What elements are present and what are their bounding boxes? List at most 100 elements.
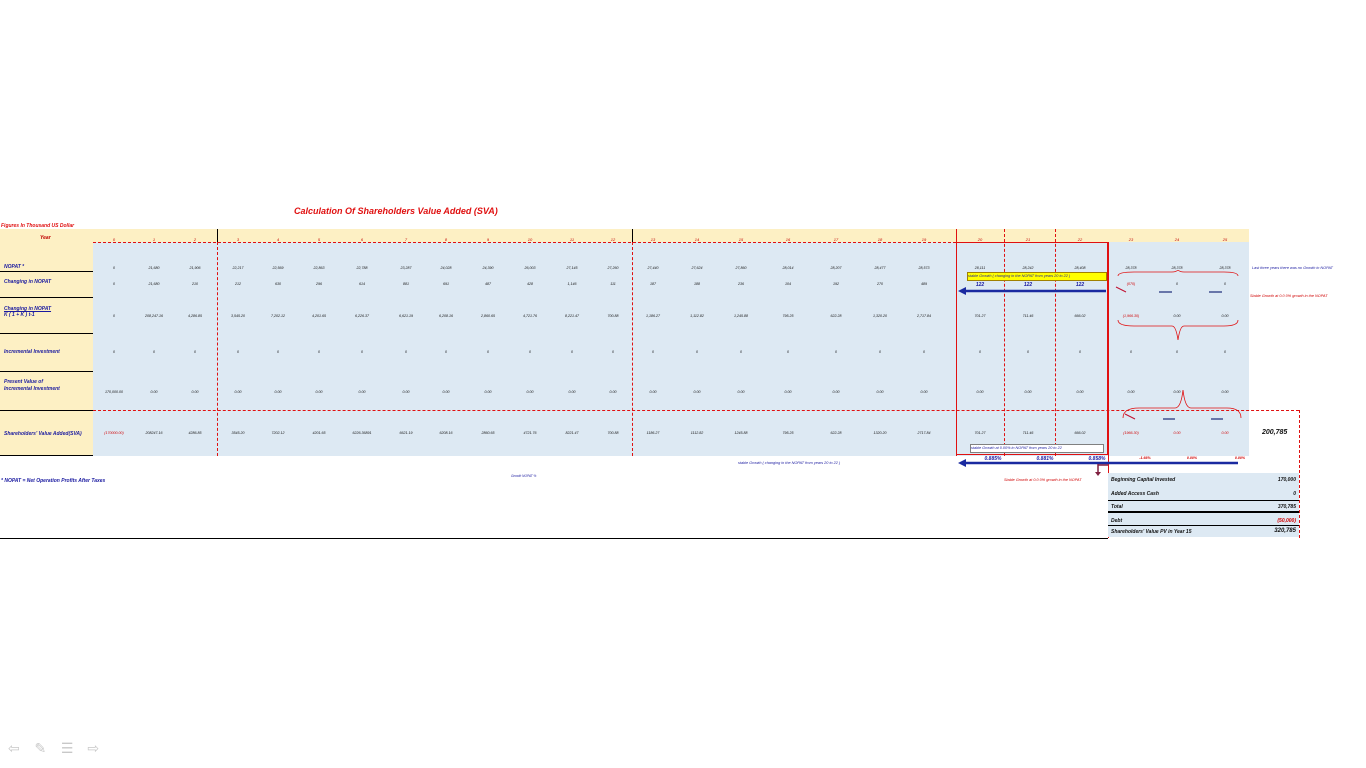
sva-cell: 711.46: [1022, 431, 1034, 435]
change-nopat-cell: 21,680: [148, 282, 160, 286]
summary-value-debt: (50,000): [1277, 518, 1296, 524]
back-arrow-icon[interactable]: ⇦: [8, 740, 20, 756]
bottom-rule: [0, 538, 1108, 539]
forward-arrow-icon[interactable]: ⇨: [87, 740, 100, 756]
nopat-cell: 22,569: [272, 266, 284, 270]
year-header-cell: 24: [1174, 237, 1180, 242]
nopat-cell: 28,573: [918, 266, 930, 270]
incremental-cell: 0: [979, 350, 981, 354]
summary-value-sv-pv: 320,785: [1274, 528, 1296, 534]
sva-cell: 1186.27: [646, 431, 660, 435]
sva-cell: 4721.76: [523, 431, 537, 435]
year-header-cell: 19: [921, 237, 927, 242]
year-header-cell: 16: [785, 237, 791, 242]
col-separator: [1055, 229, 1056, 456]
incremental-cell: 0: [835, 350, 837, 354]
row-divider: [0, 271, 93, 272]
pv-cell: 0.00: [876, 390, 884, 394]
change-k-cell: 3,545.20: [231, 314, 245, 318]
pen-icon[interactable]: ✎: [34, 740, 47, 756]
row-label-changing-nopat: Changing in NOPAT: [4, 279, 52, 285]
row-label-nopat: NOPAT *: [4, 264, 25, 270]
col-separator: [217, 242, 218, 456]
nopat-cell: 27,860: [735, 266, 747, 270]
sva-cell: 0.00: [1221, 431, 1229, 435]
change-k-cell: 0.00: [1173, 314, 1181, 318]
pv-cell: 0.00: [693, 390, 701, 394]
sva-cell: 0.00: [1173, 431, 1181, 435]
change-k-cell: 2,860.65: [481, 314, 495, 318]
sva-cell: 1112.82: [690, 431, 704, 435]
change-nopat-cell: 0: [1224, 282, 1226, 286]
year-header-cell: 13: [650, 237, 656, 242]
col-separator: [1299, 410, 1300, 538]
change-nopat-cell: 212: [235, 282, 241, 286]
nopat-cell: 28,408: [1074, 266, 1086, 270]
pv-cell: 0.00: [442, 390, 450, 394]
change-nopat-cell: 210: [192, 282, 198, 286]
incremental-cell: 0: [529, 350, 531, 354]
nopat-cell: 28,242: [1022, 266, 1034, 270]
sva-cell: 1245.88: [734, 431, 748, 435]
summary-label-debt: Debt: [1111, 518, 1123, 524]
incremental-cell: 0: [113, 350, 115, 354]
no-growth-note: Last three years there was no Growth in …: [1252, 266, 1333, 270]
change-nopat-cell: 270: [877, 282, 883, 286]
nopat-cell: 23,287: [400, 266, 412, 270]
incremental-cell: 0: [571, 350, 573, 354]
row-label-sva: Shareholders' Value Added(SVA): [4, 431, 82, 437]
pv-cell: 0.00: [358, 390, 366, 394]
pv-cell: 0.00: [191, 390, 199, 394]
year-header-cell: 0: [112, 237, 116, 242]
col-separator: [1108, 242, 1109, 538]
pv-cell: 0.00: [649, 390, 657, 394]
incremental-cell: 0: [740, 350, 742, 354]
nopat-cell: 0: [113, 266, 115, 270]
year-header-cell: 20: [977, 237, 983, 242]
incremental-cell: 0: [1176, 350, 1178, 354]
sva-cell: 7202.12: [271, 431, 285, 435]
sva-cell: 666.02: [1074, 431, 1086, 435]
pv-cell: 0.00: [484, 390, 492, 394]
col-separator: [632, 229, 633, 242]
growth-cell: 0.885%: [984, 456, 1002, 462]
year-header-cell: 1: [152, 237, 156, 242]
row-divider: [0, 371, 93, 372]
figures-note: Figures In Thousand US Dollar: [1, 223, 75, 229]
brace-annotations: [1115, 270, 1239, 340]
change-nopat-cell: 111: [610, 282, 616, 286]
stable-growth-note-1: Stable Growth at 0.0 0% growth in the NO…: [1250, 294, 1328, 298]
sva-cell: 6226.36891: [352, 431, 372, 435]
incremental-cell: 0: [153, 350, 155, 354]
change-nopat-cell: 122: [975, 282, 985, 288]
year-header-cell: 2: [193, 237, 197, 242]
incremental-cell: 0: [787, 350, 789, 354]
change-nopat-cell: 122: [1023, 282, 1033, 288]
nopat-cell: 28,207: [830, 266, 842, 270]
change-k-cell: 4,721.76: [523, 314, 537, 318]
nopat-cell: 24,390: [482, 266, 494, 270]
year-header-cell: 17: [833, 237, 839, 242]
change-nopat-cell: 881: [403, 282, 409, 286]
sva-cell: 795.25: [782, 431, 794, 435]
change-nopat-cell: 487: [485, 282, 491, 286]
incremental-cell: 0: [1224, 350, 1226, 354]
row-divider: [0, 297, 93, 298]
year-header-band: [0, 229, 1249, 242]
change-k-cell: 4,286.85: [188, 314, 202, 318]
incremental-cell: 0: [277, 350, 279, 354]
pv-cell: 0.00: [526, 390, 534, 394]
year-header-cell: 5: [317, 237, 321, 242]
pv-cell: 0.00: [150, 390, 158, 394]
menu-icon[interactable]: ☰: [60, 740, 74, 756]
summary-block: [1108, 473, 1299, 537]
row-label-changing-nopat-k: Changing in NOPAT: [4, 306, 52, 312]
change-k-cell: 7,202.12: [271, 314, 285, 318]
change-k-cell: 1,186.27: [646, 314, 660, 318]
sva-cell: 6208.16: [439, 431, 453, 435]
row-label-column: [0, 242, 93, 456]
sva-cell: 2717.84: [917, 431, 931, 435]
change-k-cell: 700.88: [607, 314, 619, 318]
year-header-cell: 10: [527, 237, 533, 242]
summary-value-added-cash: 0: [1293, 491, 1296, 497]
